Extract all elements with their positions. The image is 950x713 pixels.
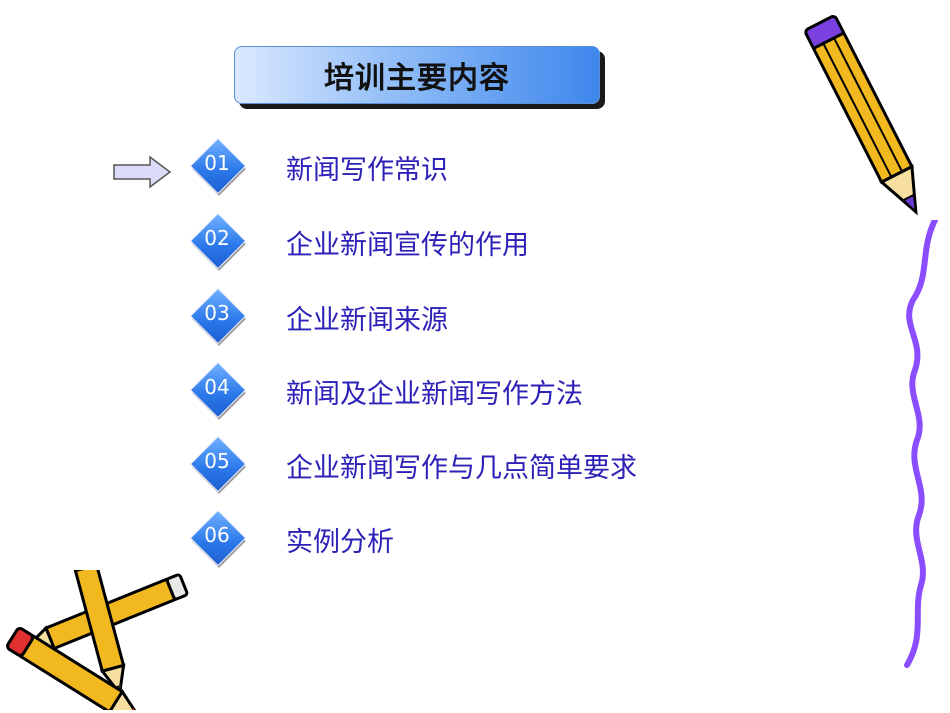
arrow-right-icon xyxy=(113,155,172,189)
item-number: 05 xyxy=(204,449,230,473)
agenda-item-04[interactable]: 04 新闻及企业新闻写作方法 xyxy=(189,361,750,422)
agenda-item-03[interactable]: 03 企业新闻来源 xyxy=(189,287,750,348)
agenda-item-05[interactable]: 05 企业新闻写作与几点简单要求 xyxy=(189,435,750,496)
item-number: 02 xyxy=(204,226,230,250)
item-label: 新闻及企业新闻写作方法 xyxy=(286,379,583,410)
pencil-icon xyxy=(6,570,189,710)
number-diamond: 06 xyxy=(189,509,250,570)
number-diamond: 01 xyxy=(189,137,250,198)
item-number: 01 xyxy=(204,151,230,175)
number-diamond: 02 xyxy=(189,212,250,273)
number-diamond: 05 xyxy=(189,435,250,496)
title-box: 培训主要内容 xyxy=(234,46,600,104)
pencil-icon xyxy=(804,15,918,216)
item-label: 企业新闻来源 xyxy=(286,305,448,336)
agenda-item-06[interactable]: 06 实例分析 xyxy=(189,509,750,570)
item-number: 03 xyxy=(204,301,230,325)
item-number: 04 xyxy=(204,375,230,399)
item-label: 企业新闻写作与几点简单要求 xyxy=(286,453,637,484)
item-label: 新闻写作常识 xyxy=(286,155,448,186)
item-label: 企业新闻宣传的作用 xyxy=(286,230,529,261)
agenda-item-01[interactable]: 01 新闻写作常识 xyxy=(189,137,750,198)
squiggle-line-icon xyxy=(904,220,938,668)
item-label: 实例分析 xyxy=(286,527,394,558)
item-number: 06 xyxy=(204,523,230,547)
slide-title: 培训主要内容 xyxy=(324,61,510,96)
agenda-item-02[interactable]: 02 企业新闻宣传的作用 xyxy=(189,212,750,273)
number-diamond: 03 xyxy=(189,287,250,348)
number-diamond: 04 xyxy=(189,361,250,422)
